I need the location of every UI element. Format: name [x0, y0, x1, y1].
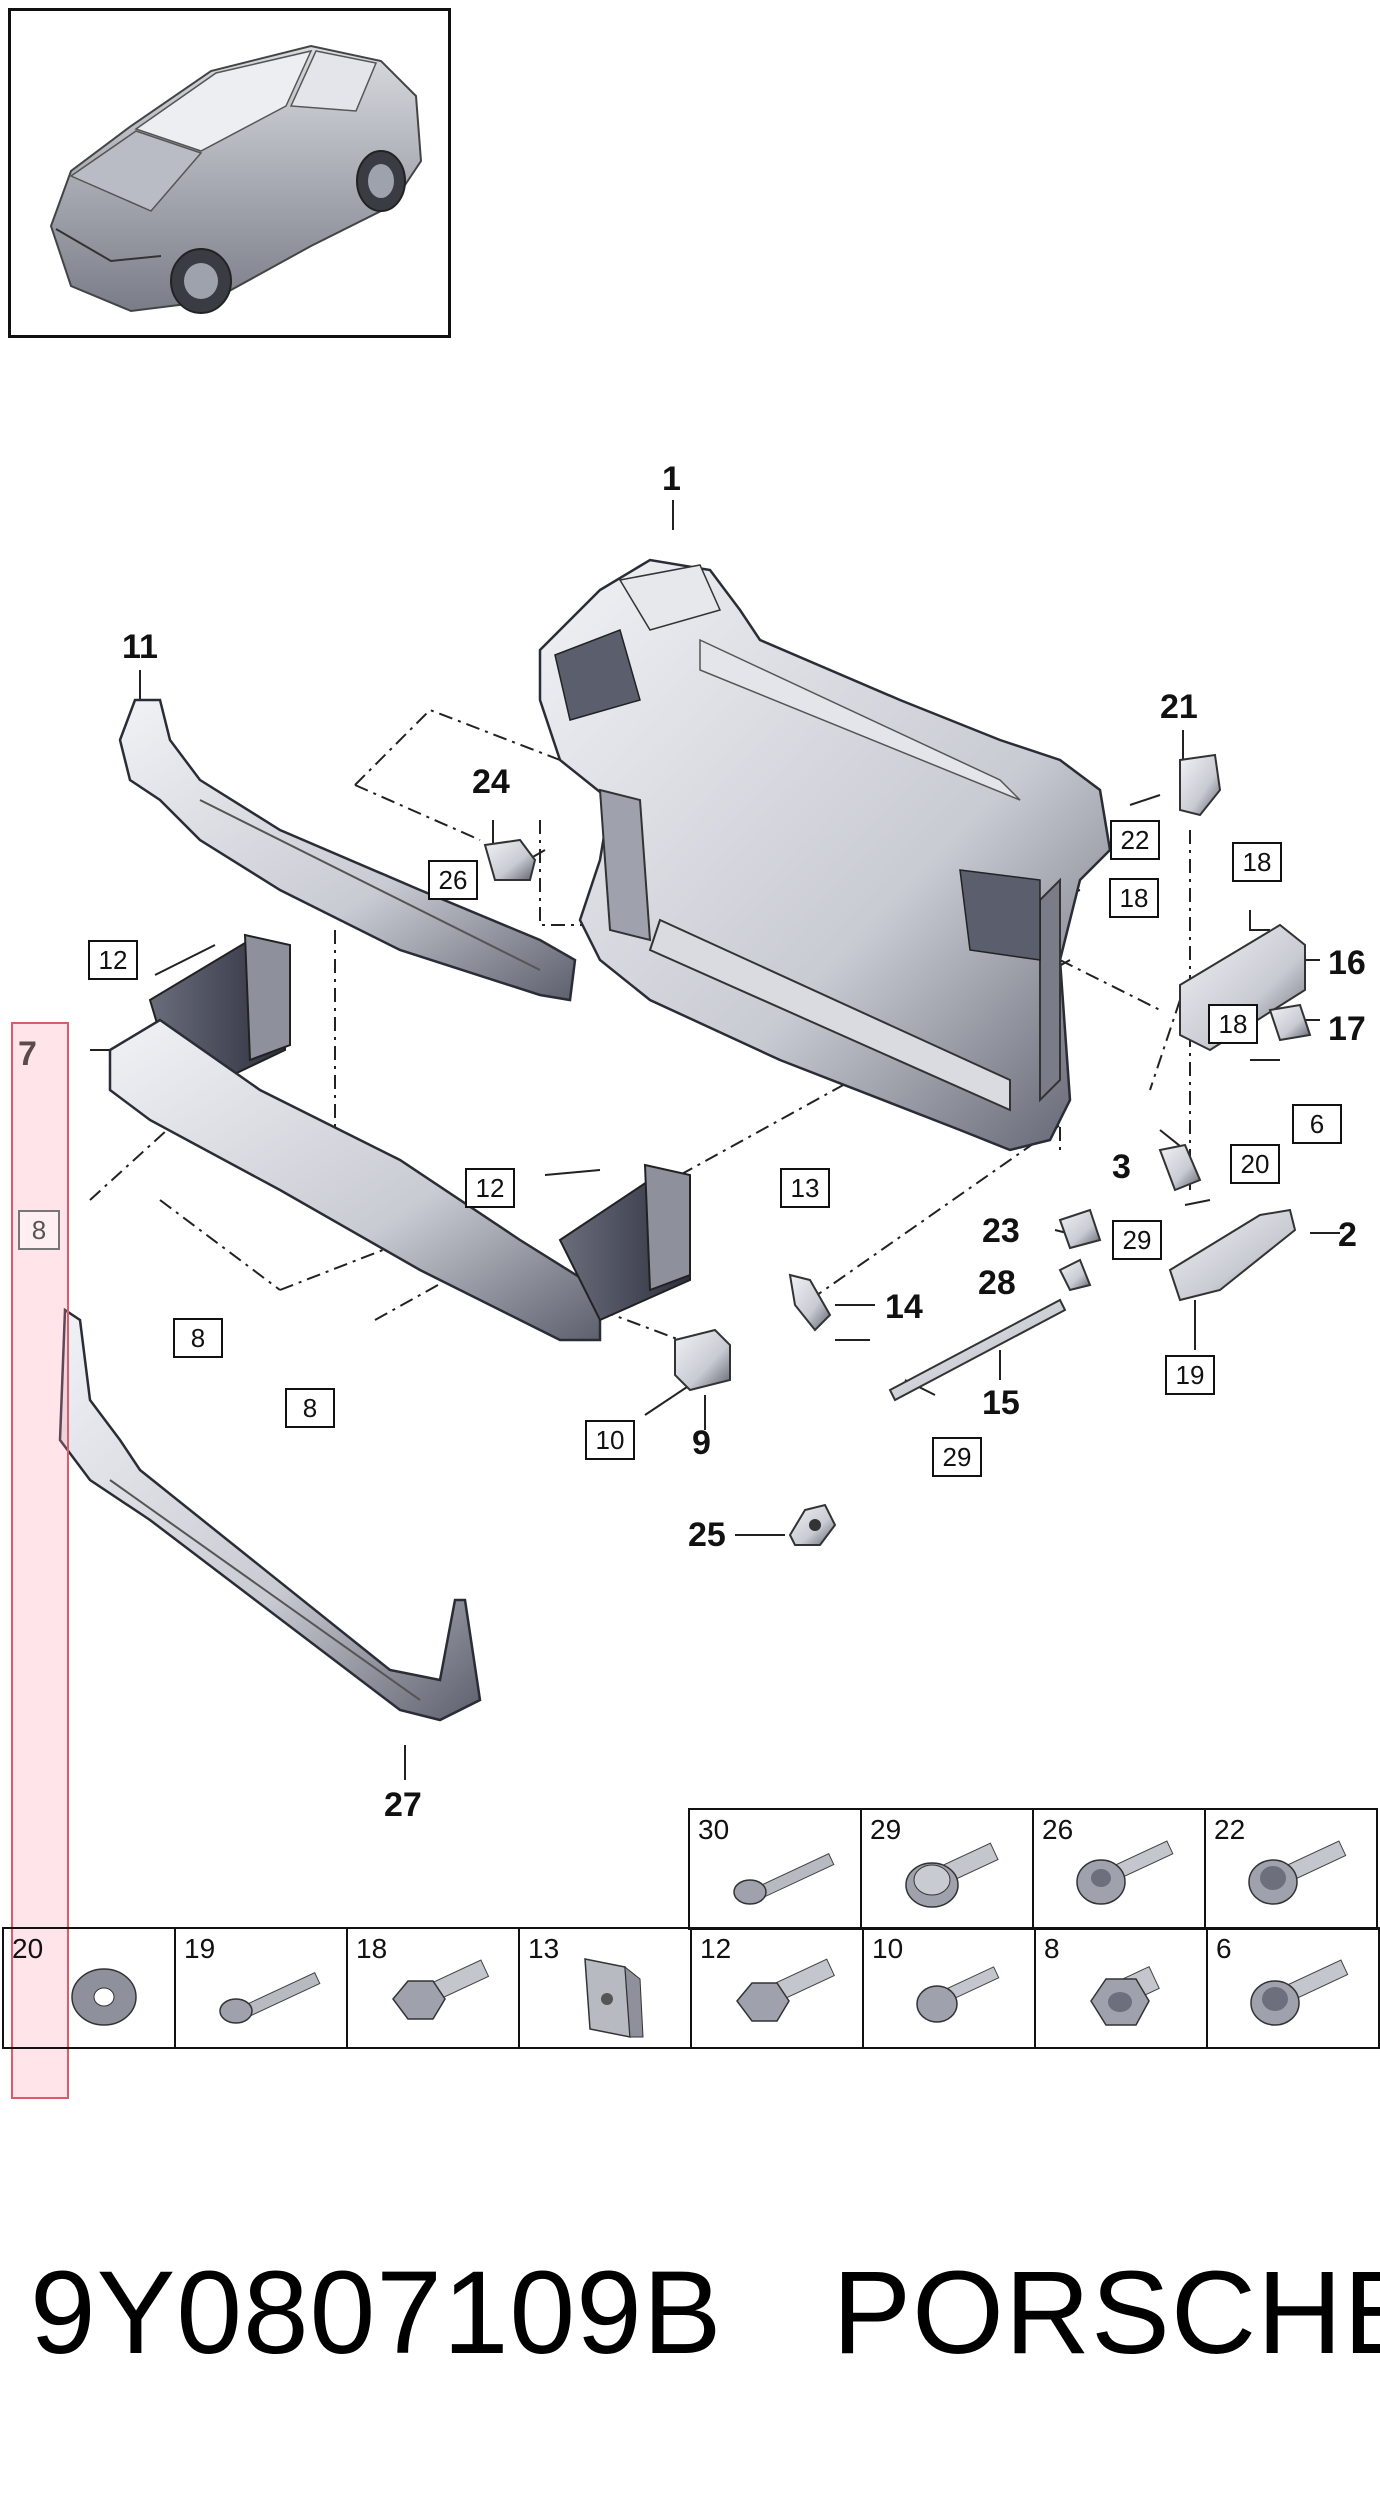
part-9-bracket — [674, 1328, 731, 1392]
hex-bolt-icon — [736, 1958, 836, 2022]
part-number: 9Y0807109B — [30, 2247, 723, 2379]
callout-25: 25 — [688, 1516, 726, 1554]
callout-23: 23 — [982, 1212, 1020, 1250]
fastener-table-top: 30 29 26 22 — [688, 1808, 1378, 1930]
callout-14: 14 — [885, 1288, 923, 1326]
fastener-cell-22: 22 — [1204, 1808, 1378, 1930]
collar-nut-icon — [1090, 1966, 1160, 2026]
part-14-bracket — [788, 1273, 832, 1332]
fastener-number: 22 — [1214, 1814, 1246, 1845]
splined-bolt-icon — [1250, 1959, 1349, 2026]
splined-bolt-icon — [1248, 1840, 1347, 1905]
callout-27: 27 — [384, 1786, 422, 1824]
vehicle-thumbnail-frame — [8, 8, 451, 338]
fastener-cell-12: 12 — [690, 1927, 864, 2049]
fastener-number: 10 — [872, 1933, 904, 1964]
fastener-cell-20: 20 — [2, 1927, 176, 2049]
callout-box-13: 13 — [780, 1168, 830, 1208]
fastener-number: 6 — [1216, 1933, 1232, 1964]
fastener-number: 20 — [12, 1933, 44, 1964]
fastener-cell-8: 8 — [1034, 1927, 1208, 2049]
part-number-footer: 9Y0807109B PORSCHE — [30, 2245, 1380, 2381]
callout-box-12a: 12 — [88, 940, 138, 980]
callout-box-10: 10 — [585, 1420, 635, 1460]
fastener-number: 13 — [528, 1933, 560, 1964]
fastener-number: 12 — [700, 1933, 732, 1964]
callout-box-29a: 29 — [1112, 1220, 1162, 1260]
callout-box-6: 6 — [1292, 1104, 1342, 1144]
part-25-clamp — [788, 1503, 837, 1546]
callout-box-29b: 29 — [932, 1437, 982, 1477]
fastener-cell-30: 30 — [688, 1808, 862, 1930]
callout-28: 28 — [978, 1264, 1016, 1302]
callout-17: 17 — [1328, 1010, 1366, 1048]
callout-box-20: 20 — [1230, 1144, 1280, 1184]
highlight-callout-7: 7 — [18, 1035, 37, 1073]
long-bolt-icon — [219, 1971, 321, 2024]
callout-box-19: 19 — [1165, 1355, 1215, 1395]
highlight-callout-8: 8 — [18, 1210, 60, 1250]
fastener-cell-26: 26 — [1032, 1808, 1206, 1930]
part-21-cap — [1179, 753, 1222, 817]
long-bolt-icon — [733, 1852, 835, 1905]
fastener-cell-6: 6 — [1206, 1927, 1380, 2049]
fastener-number: 8 — [1044, 1933, 1060, 1964]
callout-21: 21 — [1160, 688, 1198, 726]
callout-box-12b: 12 — [465, 1168, 515, 1208]
fastener-cell-13: 13 — [518, 1927, 692, 2049]
part-7-bumper-beam — [108, 933, 691, 1342]
part-3-clip — [1158, 1143, 1202, 1192]
hex-bolt-icon — [392, 1959, 490, 2020]
fastener-number: 19 — [184, 1933, 216, 1964]
fastener-number: 30 — [698, 1814, 730, 1845]
fastener-cell-18: 18 — [346, 1927, 520, 2049]
fastener-cell-10: 10 — [862, 1927, 1036, 2049]
callout-box-18c: 18 — [1208, 1004, 1258, 1044]
part-28-clip — [1058, 1258, 1092, 1292]
washer-icon — [71, 1968, 137, 2026]
part-23-clip — [1058, 1208, 1102, 1250]
flange-bolt-icon — [905, 1842, 999, 1908]
small-bolt-icon — [916, 1966, 1000, 2023]
callout-24: 24 — [472, 763, 510, 801]
fastener-number: 18 — [356, 1933, 388, 1964]
fastener-number: 29 — [870, 1814, 902, 1845]
callout-15: 15 — [982, 1384, 1020, 1422]
vehicle-illustration — [49, 44, 423, 314]
callout-box-8c: 8 — [285, 1388, 335, 1428]
part-1-radiator-support — [538, 558, 1112, 1152]
callout-11: 11 — [122, 628, 158, 666]
part-24-bracket — [483, 838, 537, 881]
fastener-table-bottom: 20 19 18 13 — [2, 1927, 1380, 2049]
part-15-strap — [888, 1298, 1067, 1402]
selection-highlight — [11, 1022, 69, 2099]
torx-bolt-icon — [1076, 1840, 1174, 1905]
fastener-cell-29: 29 — [860, 1808, 1034, 1930]
fastener-cell-19: 19 — [174, 1927, 348, 2049]
callout-box-18a: 18 — [1109, 878, 1159, 918]
part-27-lower-crossmember — [58, 1307, 482, 1722]
fastener-number: 26 — [1042, 1814, 1074, 1845]
callout-box-8b: 8 — [173, 1318, 223, 1358]
callout-16: 16 — [1328, 944, 1366, 982]
callout-2: 2 — [1338, 1216, 1357, 1254]
callout-box-18b: 18 — [1232, 842, 1282, 882]
part-11-upper-beam — [118, 698, 577, 1002]
callout-9: 9 — [692, 1424, 711, 1462]
callout-3: 3 — [1112, 1148, 1131, 1186]
clip-nut-icon — [584, 1958, 644, 2038]
callout-1: 1 — [662, 460, 681, 498]
callout-box-22: 22 — [1110, 820, 1160, 860]
part-2-guide — [1168, 1208, 1297, 1302]
brand-name: PORSCHE — [832, 2247, 1380, 2379]
callout-box-26: 26 — [428, 860, 478, 900]
